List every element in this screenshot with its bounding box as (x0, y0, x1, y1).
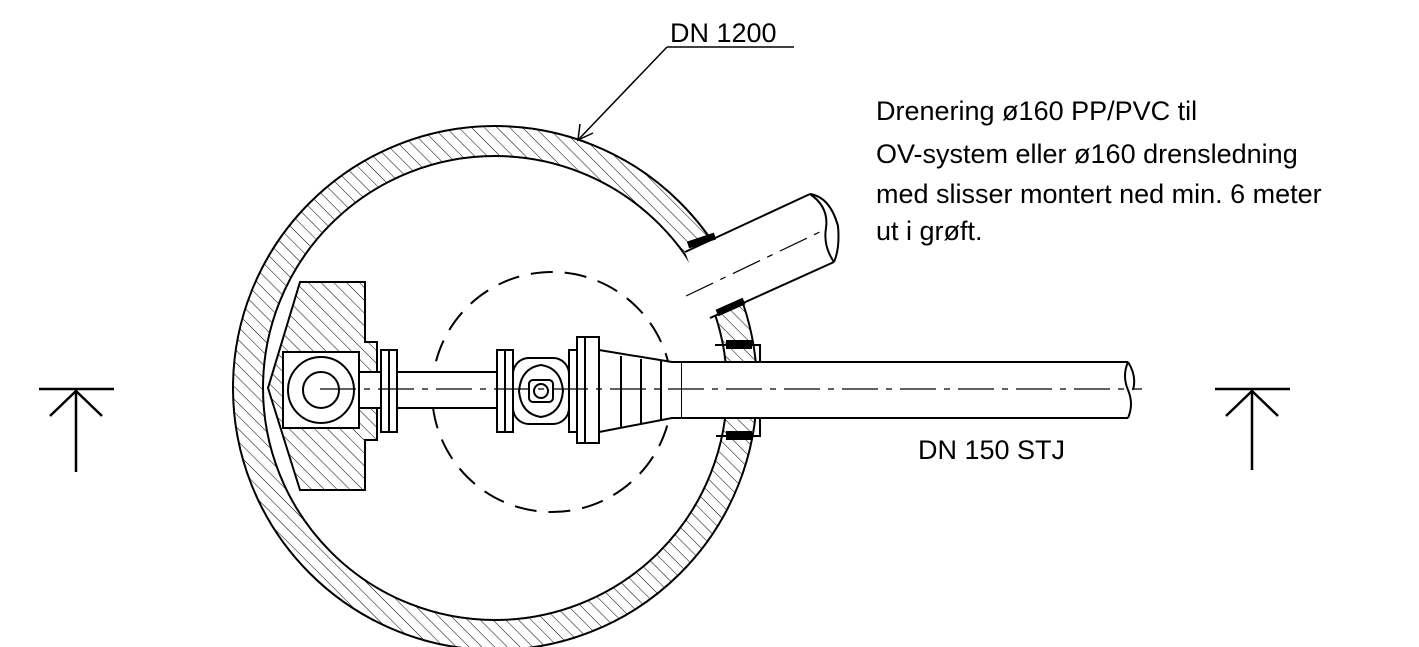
section-marker-left (39, 387, 114, 472)
manhole-dn-label: DN 1200 (670, 18, 777, 48)
drainage-pipe (684, 193, 840, 319)
outlet-pipe (682, 340, 1136, 440)
section-marker-right (1215, 387, 1290, 470)
dn1200-leader (577, 46, 794, 142)
bench-block (266, 281, 378, 491)
drainage-note-line-2: OV-system eller ø160 drensledning (876, 139, 1298, 169)
pipe-assembly (358, 336, 683, 444)
drainage-note-line-1: Drenering ø160 PP/PVC til (876, 96, 1197, 126)
drainage-note-line-3: med slisser montert ned min. 6 meter (876, 179, 1322, 209)
drainage-note-line-4: ut i grøft. (876, 216, 983, 246)
pipe-dn-label: DN 150 STJ (918, 435, 1065, 465)
